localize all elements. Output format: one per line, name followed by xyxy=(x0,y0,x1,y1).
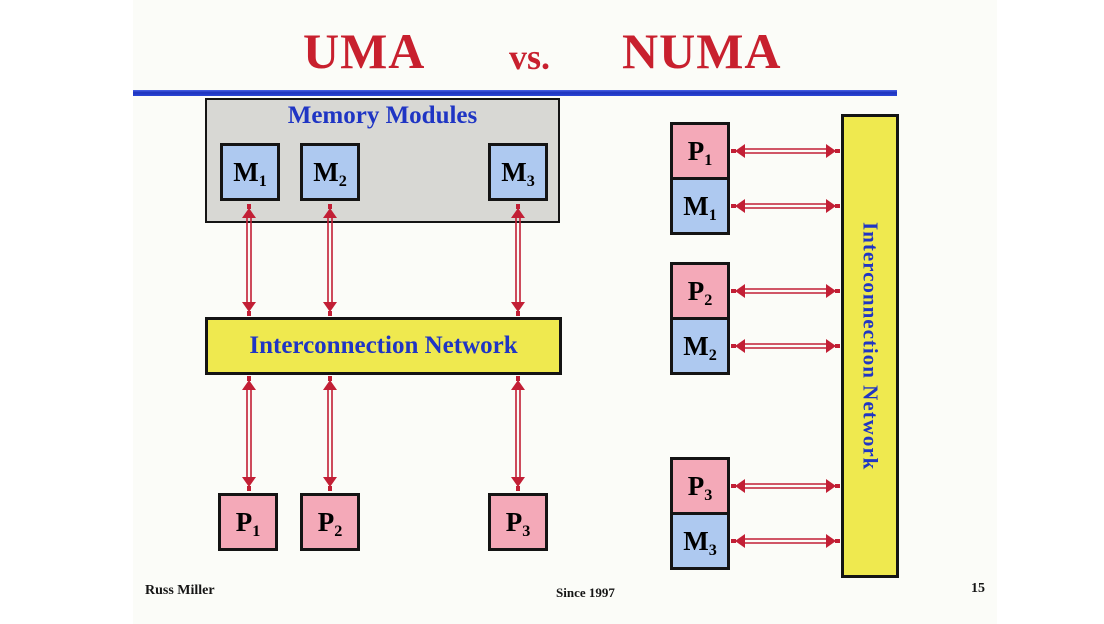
numa-node-2: P2 M2 xyxy=(670,262,730,375)
numa-memory-box-3: M3 xyxy=(670,512,730,570)
footer-since: Since 1997 xyxy=(556,585,615,600)
footer-author: Russ Miller xyxy=(145,583,215,598)
numa-node-1: P1 M1 xyxy=(670,122,730,235)
uma-processor-box-2: P2 xyxy=(300,493,360,551)
memory-modules-title: Memory Modules xyxy=(287,102,478,129)
numa-processor-label-3: P3 xyxy=(687,470,713,504)
uma-memory-label-1: M1 xyxy=(233,156,267,190)
uma-interconnection-network-box: Interconnection Network xyxy=(205,317,562,375)
uma-memory-label-2: M2 xyxy=(313,156,347,190)
uma-processor-box-1: P1 xyxy=(218,493,278,551)
numa-memory-label-1: M1 xyxy=(683,190,717,224)
footer-page-number: 15 xyxy=(971,581,985,596)
numa-memory-box-1: M1 xyxy=(670,177,730,235)
uma-memory-box-1: M1 xyxy=(220,143,280,201)
numa-processor-label-1: P1 xyxy=(687,135,713,169)
numa-interconnection-network-box: Interconnection Network xyxy=(841,114,899,578)
numa-processor-box-2: P2 xyxy=(670,262,730,320)
numa-memory-label-3: M3 xyxy=(683,525,717,559)
numa-interconnection-network-label: Interconnection Network xyxy=(858,221,883,471)
title-underline xyxy=(133,90,897,96)
numa-processor-box-1: P1 xyxy=(670,122,730,180)
numa-node-3: P3 M3 xyxy=(670,457,730,570)
title-uma: UMA xyxy=(303,23,426,79)
uma-memory-label-3: M3 xyxy=(501,156,535,190)
numa-processor-label-2: P2 xyxy=(687,275,713,309)
numa-memory-label-2: M2 xyxy=(683,330,717,364)
uma-memory-box-2: M2 xyxy=(300,143,360,201)
uma-processor-label-3: P3 xyxy=(505,506,531,540)
title-vs: vs. xyxy=(509,37,551,77)
uma-processor-label-1: P1 xyxy=(235,506,261,540)
numa-processor-box-3: P3 xyxy=(670,457,730,515)
uma-memory-box-3: M3 xyxy=(488,143,548,201)
uma-processor-box-3: P3 xyxy=(488,493,548,551)
memory-modules-box: Memory Modules M1 M2 M3 xyxy=(205,98,560,223)
title-numa: NUMA xyxy=(622,23,782,79)
uma-interconnection-network-label: Interconnection Network xyxy=(249,332,518,359)
uma-processor-label-2: P2 xyxy=(317,506,343,540)
numa-memory-box-2: M2 xyxy=(670,317,730,375)
